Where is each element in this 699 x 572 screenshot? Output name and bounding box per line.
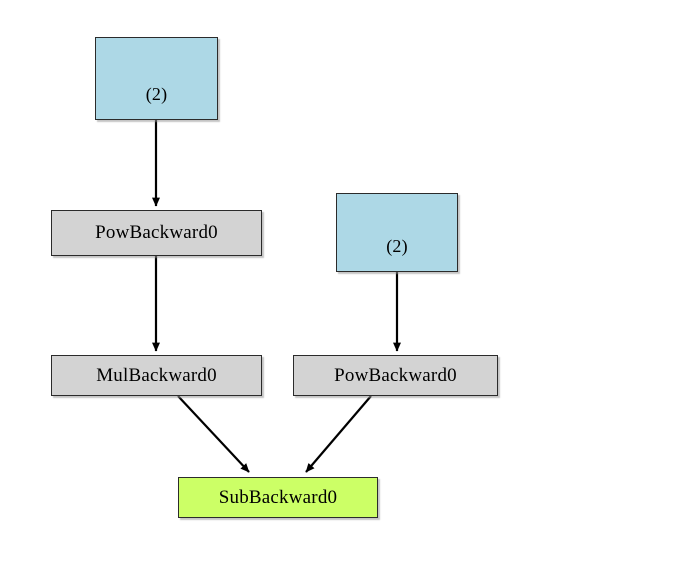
node-tensor-right[interactable]: (2) (336, 193, 458, 272)
node-label: PowBackward0 (334, 364, 457, 386)
node-pow-backward-right[interactable]: PowBackward0 (293, 355, 498, 396)
node-mul-backward[interactable]: MulBackward0 (51, 355, 262, 396)
node-label: (2) (386, 236, 408, 256)
node-pow-backward-left[interactable]: PowBackward0 (51, 210, 262, 256)
node-label: SubBackward0 (218, 486, 338, 508)
node-label: MulBackward0 (96, 364, 217, 386)
edge-mul-to-sub (177, 395, 250, 473)
node-label: PowBackward0 (95, 222, 218, 243)
node-sub-backward[interactable]: SubBackward0 (178, 477, 378, 518)
node-tensor-left[interactable]: (2) (95, 37, 218, 120)
edge-pow-right-to-sub (305, 395, 372, 473)
node-label: (2) (145, 84, 168, 104)
